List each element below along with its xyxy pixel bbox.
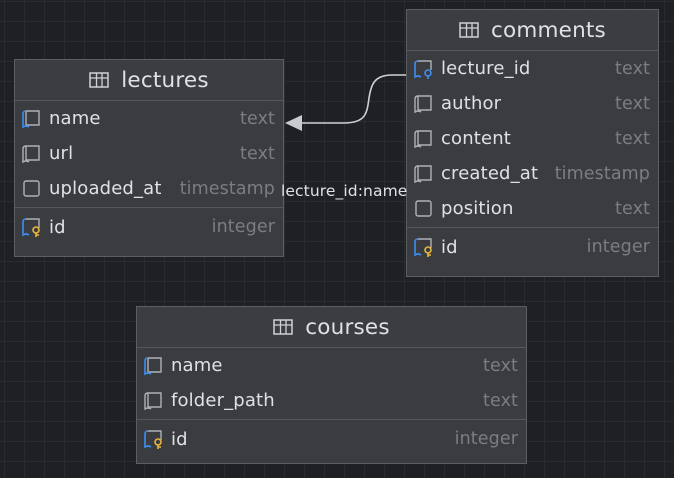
table-title: comments xyxy=(491,17,606,43)
relation-label: lecture_id:name xyxy=(281,182,408,200)
column-name: uploaded_at xyxy=(49,178,162,199)
column-name: url xyxy=(49,143,74,164)
column-name: position xyxy=(441,198,514,219)
column-type: text xyxy=(615,93,650,114)
primary-key-row[interactable]: id integer xyxy=(15,209,283,245)
column-row[interactable]: folder_path text xyxy=(137,383,526,418)
column-divider xyxy=(137,419,526,420)
column-row[interactable]: created_at timestamp xyxy=(407,156,658,191)
column-icon xyxy=(413,163,439,185)
primary-key-icon xyxy=(21,216,47,238)
primary-key-row[interactable]: id integer xyxy=(407,229,658,265)
column-type: timestamp xyxy=(179,178,275,199)
column-type: text xyxy=(240,108,275,129)
column-row[interactable]: author text xyxy=(407,86,658,121)
table-header[interactable]: comments xyxy=(407,10,658,51)
column-row[interactable]: lecture_id text xyxy=(407,51,658,86)
column-name: id xyxy=(49,216,66,238)
column-type: text xyxy=(240,143,275,164)
foreign-key-column-icon xyxy=(413,58,439,80)
column-divider xyxy=(15,207,283,208)
column-icon xyxy=(143,390,169,412)
plain-column-icon xyxy=(413,198,439,220)
primary-key-icon xyxy=(143,428,169,450)
table-lectures[interactable]: lectures name text xyxy=(14,59,284,257)
column-type: text xyxy=(615,128,650,149)
primary-key-icon xyxy=(413,236,439,258)
table-courses[interactable]: courses name text xyxy=(136,306,527,464)
column-name: id xyxy=(441,236,458,258)
foreign-key-column-icon xyxy=(21,108,47,130)
plain-column-icon xyxy=(21,178,47,200)
column-name: name xyxy=(171,355,223,376)
column-name: created_at xyxy=(441,163,539,184)
column-icon xyxy=(413,128,439,150)
relation-edge-lecture-id-name[interactable] xyxy=(300,74,410,124)
table-title: lectures xyxy=(121,67,209,93)
primary-key-row[interactable]: id integer xyxy=(137,421,526,457)
column-type: text xyxy=(615,58,650,79)
table-comments[interactable]: comments lecture_id text xyxy=(406,9,659,277)
column-row[interactable]: name text xyxy=(137,348,526,383)
column-type: text xyxy=(483,390,518,411)
column-row[interactable]: uploaded_at timestamp xyxy=(15,171,283,206)
column-name: author xyxy=(441,93,502,114)
column-name: name xyxy=(49,108,101,129)
column-type: integer xyxy=(454,429,518,449)
column-icon xyxy=(21,143,47,165)
table-icon xyxy=(89,72,109,88)
column-icon xyxy=(413,93,439,115)
column-row[interactable]: position text xyxy=(407,191,658,226)
column-row[interactable]: content text xyxy=(407,121,658,156)
column-name: id xyxy=(171,428,188,450)
column-type: integer xyxy=(586,237,650,257)
table-header[interactable]: lectures xyxy=(15,60,283,101)
column-name: content xyxy=(441,128,511,149)
table-icon xyxy=(459,22,479,38)
table-title: courses xyxy=(305,314,390,340)
column-name: folder_path xyxy=(171,390,275,411)
table-header[interactable]: courses xyxy=(137,307,526,348)
column-type: integer xyxy=(211,217,275,237)
column-name: lecture_id xyxy=(441,58,531,79)
table-icon xyxy=(273,319,293,335)
column-row[interactable]: url text xyxy=(15,136,283,171)
column-type: text xyxy=(483,355,518,376)
column-divider xyxy=(407,227,658,228)
column-row[interactable]: name text xyxy=(15,101,283,136)
foreign-key-column-icon xyxy=(143,355,169,377)
relation-arrowhead-icon xyxy=(285,115,302,131)
column-type: text xyxy=(615,198,650,219)
column-type: timestamp xyxy=(554,163,650,184)
